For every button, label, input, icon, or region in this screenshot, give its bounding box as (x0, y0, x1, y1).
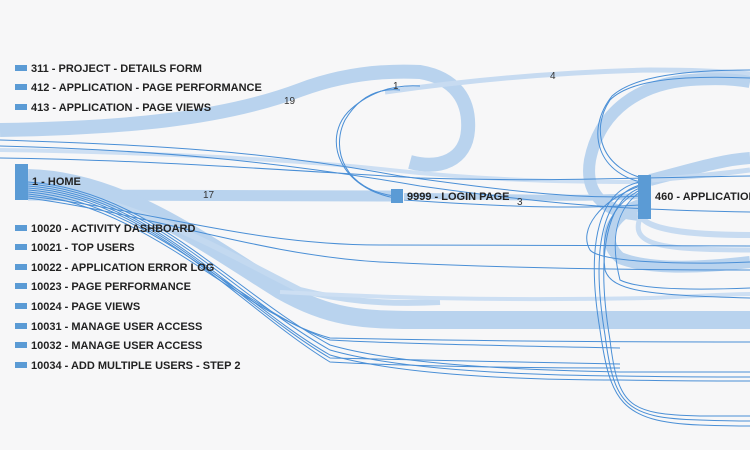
page-node-412[interactable]: 412 - APPLICATION - PAGE PERFORMANCE (15, 82, 262, 94)
page-label: 10020 - ACTIVITY DASHBOARD (31, 223, 195, 235)
page-label: 10023 - PAGE PERFORMANCE (31, 281, 191, 293)
flow-line-home-b[interactable] (27, 183, 750, 378)
count-top-band: 19 (284, 96, 296, 107)
node-label: 460 - APPLICATION (655, 191, 750, 203)
page-node-10034[interactable]: 10034 - ADD MULTIPLE USERS - STEP 2 (15, 360, 240, 372)
page-label: 10031 - MANAGE USER ACCESS (31, 321, 202, 333)
page-marker (15, 84, 27, 90)
flow-band-app-down2[interactable] (637, 211, 750, 238)
page-marker (15, 65, 27, 71)
flow-line-home-a[interactable] (27, 181, 750, 373)
page-label: 10022 - APPLICATION ERROR LOG (31, 262, 214, 274)
flow-line-home-f[interactable] (27, 191, 621, 349)
page-label: 10021 - TOP USERS (31, 242, 135, 254)
page-node-413[interactable]: 413 - APPLICATION - PAGE VIEWS (15, 102, 211, 114)
page-marker (15, 323, 27, 329)
page-node-10031[interactable]: 10031 - MANAGE USER ACCESS (15, 321, 202, 333)
flow-counts: 19 1 4 17 3 (203, 71, 556, 208)
flow-band-lower-right-a[interactable] (279, 290, 750, 302)
flow-line-app-a[interactable] (593, 181, 750, 427)
page-marker (15, 362, 27, 368)
flow-band-top[interactable] (0, 64, 476, 172)
page-node-application[interactable]: 460 - APPLICATION (638, 175, 750, 219)
node-bar (391, 189, 403, 203)
flow-line-right-loop-b[interactable] (597, 69, 750, 185)
flow-line-upper-c[interactable] (0, 157, 750, 181)
flow-line-app-b[interactable] (598, 184, 750, 422)
flow-line-app-f[interactable] (586, 185, 750, 264)
flow-line-app-c[interactable] (603, 187, 750, 417)
page-node-10021[interactable]: 10021 - TOP USERS (15, 242, 135, 254)
count-login-app: 3 (517, 197, 523, 208)
flow-band-top-right[interactable] (384, 67, 750, 95)
flow-band-upper-b[interactable] (0, 148, 641, 184)
page-label: 10024 - PAGE VIEWS (31, 301, 140, 313)
flow-lines (0, 69, 750, 427)
flow-band-app-down3[interactable] (635, 217, 750, 253)
page-node-10023[interactable]: 10023 - PAGE PERFORMANCE (15, 281, 191, 293)
node-label: 9999 - LOGIN PAGE (407, 191, 510, 203)
flow-band-home-lower[interactable] (27, 169, 750, 330)
flow-line-right-loop-a[interactable] (599, 76, 750, 181)
flow-line-home-e[interactable] (27, 189, 621, 369)
flow-bands (0, 64, 750, 330)
flow-line-loop-2[interactable] (335, 85, 421, 199)
flow-line-home-i[interactable] (27, 197, 750, 271)
page-label: 412 - APPLICATION - PAGE PERFORMANCE (31, 82, 262, 94)
page-label: 10034 - ADD MULTIPLE USERS - STEP 2 (31, 360, 240, 372)
page-node-10024[interactable]: 10024 - PAGE VIEWS (15, 301, 140, 313)
node-bar (15, 164, 28, 200)
page-marker (15, 283, 27, 289)
page-node-10020[interactable]: 10020 - ACTIVITY DASHBOARD (15, 223, 195, 235)
count-home-login: 17 (203, 190, 215, 201)
page-node-311[interactable]: 311 - PROJECT - DETAILS FORM (15, 63, 202, 75)
page-node-home[interactable]: 1 - HOME (15, 164, 81, 200)
page-marker (15, 264, 27, 270)
flow-line-loop-1[interactable] (338, 89, 401, 197)
home-children: 10020 - ACTIVITY DASHBOARD 10021 - TOP U… (15, 223, 240, 372)
page-node-login[interactable]: 9999 - LOGIN PAGE (391, 189, 510, 203)
flow-band-app-top[interactable] (651, 167, 750, 183)
flow-line-home-d[interactable] (27, 187, 621, 365)
count-loop: 1 (393, 81, 399, 92)
flow-line-home-h[interactable] (27, 195, 750, 247)
page-marker (15, 342, 27, 348)
flow-line-app-d[interactable] (603, 189, 750, 299)
flow-band-app-down[interactable] (603, 199, 750, 273)
page-marker (15, 225, 27, 231)
page-label: 311 - PROJECT - DETAILS FORM (31, 63, 202, 75)
page-marker (15, 303, 27, 309)
node-label: 1 - HOME (32, 176, 81, 188)
flow-line-upper-b[interactable] (0, 145, 750, 213)
page-label: 413 - APPLICATION - PAGE VIEWS (31, 102, 211, 114)
page-node-10022[interactable]: 10022 - APPLICATION ERROR LOG (15, 262, 214, 274)
count-top-right: 4 (550, 71, 556, 82)
flow-line-app-e[interactable] (614, 191, 750, 290)
page-marker (15, 104, 27, 110)
page-marker (15, 244, 27, 250)
flow-line-home-g[interactable] (27, 193, 750, 343)
flow-line-home-c[interactable] (27, 185, 750, 382)
node-bar (638, 175, 651, 219)
left-pages: 311 - PROJECT - DETAILS FORM 412 - APPLI… (15, 63, 262, 114)
page-node-10032[interactable]: 10032 - MANAGE USER ACCESS (15, 340, 202, 352)
flow-line-upper-a[interactable] (0, 139, 641, 198)
page-label: 10032 - MANAGE USER ACCESS (31, 340, 202, 352)
